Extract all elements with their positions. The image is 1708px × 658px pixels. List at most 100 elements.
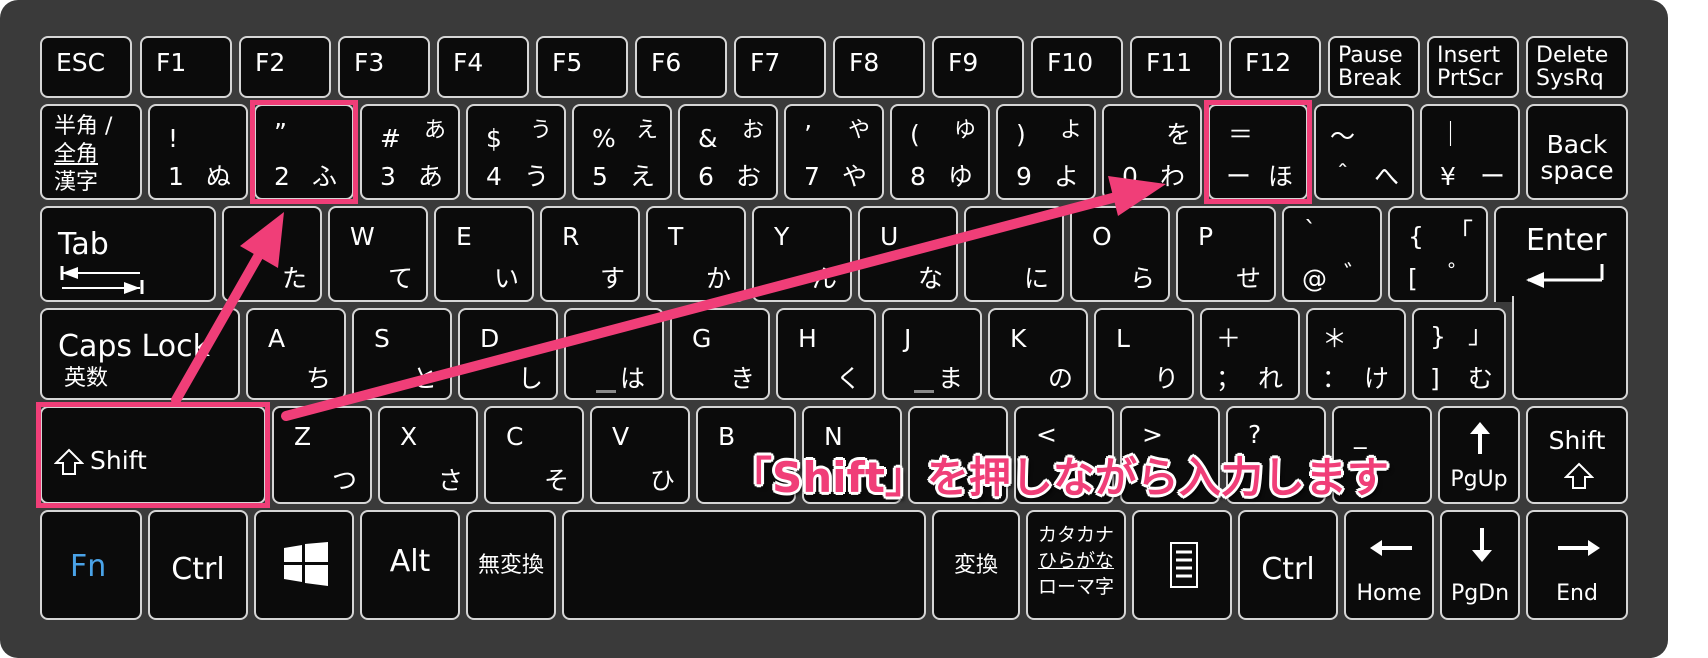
- key-f[interactable]: は: [564, 308, 664, 400]
- key-bracket-right[interactable]: } 」 ] む: [1412, 308, 1506, 400]
- key-j[interactable]: J ま: [882, 308, 982, 400]
- menu-icon: [1170, 542, 1198, 588]
- key-7[interactable]: ’ や 7 や: [784, 104, 884, 200]
- key-h[interactable]: H く: [776, 308, 876, 400]
- key-alt[interactable]: Alt: [360, 510, 460, 620]
- key-pgup[interactable]: PgUp: [1438, 406, 1520, 504]
- key-f3[interactable]: F3: [338, 36, 430, 98]
- key-f1[interactable]: F1: [140, 36, 232, 98]
- key-k[interactable]: K の: [988, 308, 1088, 400]
- key-f4[interactable]: F4: [437, 36, 529, 98]
- key-l[interactable]: L り: [1094, 308, 1194, 400]
- key-i[interactable]: に: [964, 206, 1064, 302]
- key-g[interactable]: G き: [670, 308, 770, 400]
- key-shift-left[interactable]: Shift: [40, 406, 266, 504]
- key-ctrl-right[interactable]: Ctrl: [1238, 510, 1338, 620]
- key-label-shift: &: [698, 124, 718, 153]
- key-b[interactable]: B: [696, 406, 796, 504]
- key-label-kana: わ: [1160, 162, 1186, 191]
- key-shift-right[interactable]: Shift: [1526, 406, 1628, 504]
- key-semicolon[interactable]: ＋ ； れ: [1200, 308, 1300, 400]
- key-8[interactable]: ( ゆ 8 ゆ: [890, 104, 990, 200]
- key-label: P: [1198, 222, 1214, 251]
- key-insert-prtscr[interactable]: Insert PrtScr: [1427, 36, 1519, 98]
- key-label-shift: %: [592, 124, 616, 153]
- key-f12[interactable]: F12: [1229, 36, 1321, 98]
- key-6[interactable]: & お 6 お: [678, 104, 778, 200]
- key-q[interactable]: た: [222, 206, 322, 302]
- key-f11[interactable]: F11: [1130, 36, 1222, 98]
- key-f7[interactable]: F7: [734, 36, 826, 98]
- key-menu[interactable]: [1132, 510, 1232, 620]
- key-pgdn[interactable]: PgDn: [1440, 510, 1520, 620]
- key-label-kana: う: [524, 162, 550, 191]
- key-x[interactable]: X さ: [378, 406, 478, 504]
- key-3[interactable]: # あ 3 あ: [360, 104, 460, 200]
- key-pause-break[interactable]: Pause Break: [1328, 36, 1420, 98]
- key-9[interactable]: ) よ 9 よ: [996, 104, 1096, 200]
- key-1[interactable]: ! 1 ぬ: [148, 104, 248, 200]
- key-label-kana-shift: を: [1166, 120, 1192, 149]
- key-t[interactable]: T か: [646, 206, 746, 302]
- key-slash[interactable]: ?: [1226, 406, 1326, 504]
- arrow-down-icon: [1472, 528, 1492, 562]
- key-5[interactable]: % え 5 え: [572, 104, 672, 200]
- key-n[interactable]: N: [802, 406, 902, 504]
- key-yen[interactable]: ｜ ¥ ー: [1420, 104, 1520, 200]
- key-4[interactable]: $ う 4 う: [466, 104, 566, 200]
- key-home[interactable]: Home: [1344, 510, 1434, 620]
- key-ro[interactable]: _: [1332, 406, 1432, 504]
- key-f5[interactable]: F5: [536, 36, 628, 98]
- key-hankaku-zenkaku[interactable]: 半角 / 全角 漢字: [40, 104, 142, 200]
- key-p[interactable]: P せ: [1176, 206, 1276, 302]
- key-end[interactable]: End: [1526, 510, 1628, 620]
- key-tab[interactable]: Tab: [40, 206, 216, 302]
- key-fn[interactable]: Fn: [40, 510, 142, 620]
- key-esc[interactable]: ESC: [40, 36, 132, 98]
- shift-arrow-icon: [1564, 462, 1594, 489]
- key-s[interactable]: S と: [352, 308, 452, 400]
- key-m[interactable]: [908, 406, 1008, 504]
- key-0[interactable]: を 0 わ: [1102, 104, 1202, 200]
- key-delete-sysrq[interactable]: Delete SysRq: [1526, 36, 1628, 98]
- key-y[interactable]: Y ん: [752, 206, 852, 302]
- key-backspace[interactable]: Back space: [1526, 104, 1628, 200]
- key-u[interactable]: U な: [858, 206, 958, 302]
- key-minus[interactable]: ＝ ー ほ: [1208, 104, 1308, 200]
- key-kana[interactable]: カタカナ ひらがな ローマ字: [1026, 510, 1126, 620]
- key-o[interactable]: O ら: [1070, 206, 1170, 302]
- key-label-shift: (: [910, 120, 920, 149]
- key-enter-lower[interactable]: [1512, 296, 1628, 400]
- key-w[interactable]: W て: [328, 206, 428, 302]
- key-f10[interactable]: F10: [1031, 36, 1123, 98]
- key-label-kana: む: [1468, 364, 1494, 393]
- key-label: A: [268, 324, 286, 353]
- key-r[interactable]: R す: [540, 206, 640, 302]
- key-c[interactable]: C そ: [484, 406, 584, 504]
- key-ctrl-left[interactable]: Ctrl: [148, 510, 248, 620]
- key-caret[interactable]: ～ ＾ へ: [1314, 104, 1414, 200]
- key-z[interactable]: Z つ: [272, 406, 372, 504]
- key-d[interactable]: D し: [458, 308, 558, 400]
- key-2[interactable]: ” 2 ふ: [254, 104, 354, 200]
- key-enter[interactable]: Enter: [1494, 206, 1628, 302]
- key-v[interactable]: V ひ: [590, 406, 690, 504]
- key-f9[interactable]: F9: [932, 36, 1024, 98]
- key-e[interactable]: E い: [434, 206, 534, 302]
- key-at[interactable]: ` @ ゛: [1282, 206, 1382, 302]
- key-space[interactable]: [562, 510, 926, 620]
- key-henkan[interactable]: 変換: [932, 510, 1020, 620]
- key-a[interactable]: A ち: [246, 308, 346, 400]
- key-f6[interactable]: F6: [635, 36, 727, 98]
- key-label-shift: ＊: [1322, 324, 1348, 353]
- key-bracket-left[interactable]: { 「 [ ゜: [1388, 206, 1488, 302]
- key-comma[interactable]: <: [1014, 406, 1114, 504]
- key-label: End: [1556, 581, 1598, 606]
- key-windows[interactable]: [254, 510, 354, 620]
- key-muhenkan[interactable]: 無変換: [466, 510, 556, 620]
- key-f8[interactable]: F8: [833, 36, 925, 98]
- key-period[interactable]: >: [1120, 406, 1220, 504]
- key-caps-lock[interactable]: Caps Lock 英数: [40, 308, 240, 400]
- key-f2[interactable]: F2: [239, 36, 331, 98]
- key-colon[interactable]: ＊ ： け: [1306, 308, 1406, 400]
